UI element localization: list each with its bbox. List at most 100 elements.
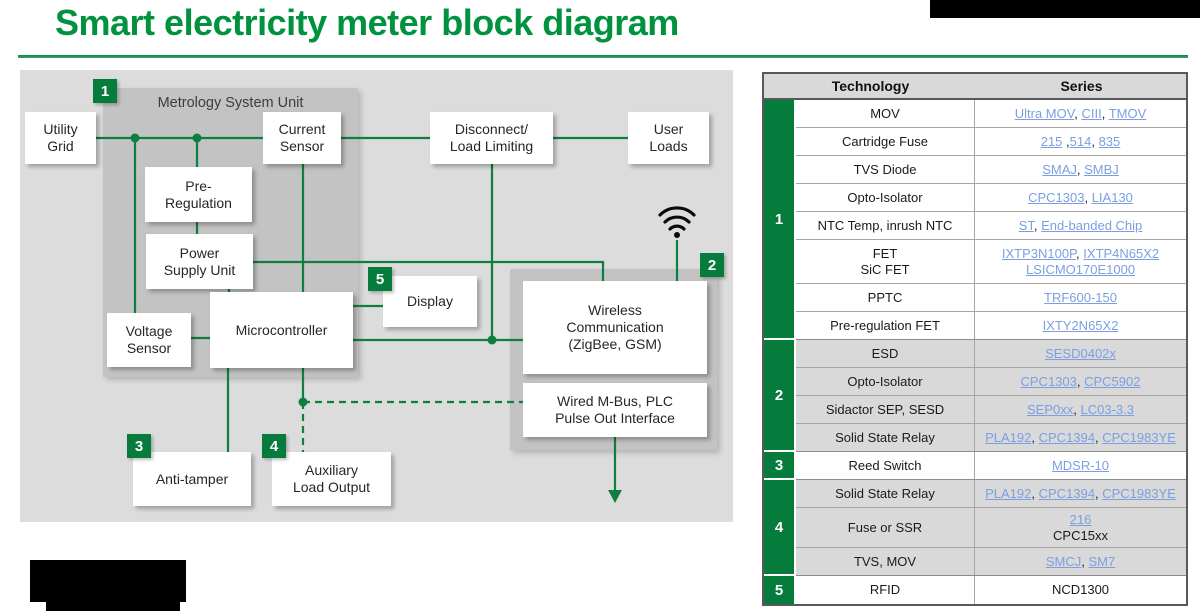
diagram-box-label: Voltage xyxy=(125,323,173,339)
series-text: NCD1300 xyxy=(1051,582,1110,597)
diagram-box-label: Wired M-Bus, PLC xyxy=(557,393,673,409)
series-text: , xyxy=(1031,429,1039,445)
series-link[interactable]: TMOV xyxy=(1108,105,1147,121)
series-text: , xyxy=(1073,401,1081,417)
line-psu-to-wireless xyxy=(253,260,605,281)
series-link[interactable]: SM7 xyxy=(1088,553,1116,569)
series-link[interactable]: LSICMO170E1000 xyxy=(1025,261,1136,277)
series-link[interactable]: SEP0xx xyxy=(1027,401,1074,417)
metrology-panel-label: Metrology System Unit xyxy=(157,95,304,111)
series-link[interactable]: IXTP3N100P xyxy=(1001,245,1077,261)
diagram-badge-4: 4 xyxy=(262,434,286,458)
series-text: , xyxy=(1094,485,1103,501)
series-link[interactable]: SMAJ xyxy=(1042,161,1077,177)
connection-lines xyxy=(96,133,696,503)
technology-cell: TVS, MOV xyxy=(796,548,975,575)
diagram-box-label: Regulation xyxy=(165,194,232,211)
series-cell: SMCJ, SM7 xyxy=(975,548,1186,575)
series-link[interactable]: SESD0402x xyxy=(1045,345,1116,361)
technology-cell: Reed Switch xyxy=(796,452,975,479)
diagram-box-label: Display xyxy=(407,293,453,309)
series-cell: CPC1303, CPC5902 xyxy=(975,368,1186,395)
series-link[interactable]: SMCJ xyxy=(1045,553,1082,569)
series-link[interactable]: 514 xyxy=(1069,133,1092,149)
diagram-box-label: (ZigBee, GSM) xyxy=(568,336,662,352)
series-link[interactable]: CPC1394 xyxy=(1038,429,1095,445)
diagram-badge-5: 5 xyxy=(368,267,392,291)
series-link[interactable]: ST xyxy=(1018,217,1034,233)
series-link[interactable]: 835 xyxy=(1098,133,1121,149)
series-link[interactable]: LC03-3.3 xyxy=(1080,401,1134,417)
series-link[interactable]: CIII xyxy=(1081,105,1102,121)
series-link[interactable]: CPC1394 xyxy=(1038,485,1095,501)
redacted-logo-bottom-left-2 xyxy=(46,601,180,611)
diagram-box-label: Current xyxy=(278,121,326,137)
diagram-badge-1: 1 xyxy=(93,79,117,103)
junction-dot xyxy=(130,133,140,143)
series-cell: IXTY2N65X2 xyxy=(975,312,1186,339)
series-link[interactable]: CPC5902 xyxy=(1084,373,1141,389)
series-link[interactable]: PLA192 xyxy=(985,485,1032,501)
series-text: , xyxy=(1074,105,1082,121)
wifi-icon xyxy=(658,206,696,231)
series-link[interactable]: TRF600-150 xyxy=(1044,289,1117,305)
technology-cell: NTC Temp, inrush NTC xyxy=(796,212,975,239)
diagram-box-microcontroller: Microcontroller xyxy=(210,292,353,368)
diagram-box-label: Communication xyxy=(566,319,664,335)
series-cell: PLA192, CPC1394, CPC1983YE xyxy=(975,480,1186,507)
diagram-box-label: Auxiliary xyxy=(305,462,358,478)
series-cell: Ultra MOV, CIII, TMOV xyxy=(975,100,1186,127)
series-link[interactable]: IXTY2N65X2 xyxy=(1042,317,1119,333)
diagram-box-disconnect-load-limiting: Disconnect/Load Limiting xyxy=(430,112,553,164)
series-link[interactable]: MDSR-10 xyxy=(1051,457,1110,473)
series-link[interactable]: CPC1983YE xyxy=(1102,485,1176,501)
technology-cell: PPTC xyxy=(796,284,975,311)
diagram-box-label: Sensor xyxy=(126,340,172,356)
series-link[interactable]: SMBJ xyxy=(1084,161,1119,177)
diagram-box-label: Pulse Out Interface xyxy=(555,410,675,426)
diagram-box-label: Load Limiting xyxy=(449,138,534,154)
series-link[interactable]: PLA192 xyxy=(985,429,1032,445)
series-cell: SESD0402x xyxy=(975,340,1186,367)
series-link[interactable]: Ultra MOV xyxy=(1014,105,1075,121)
column-header-technology: Technology xyxy=(831,78,910,94)
junction-dot xyxy=(487,335,497,345)
diagram-box-label: Anti-tamper xyxy=(155,470,229,487)
series-link[interactable]: 216 xyxy=(1069,511,1092,527)
technology-cell: Pre-regulation FET xyxy=(796,312,975,339)
technology-cell: RFID xyxy=(796,576,975,604)
series-cell: PLA192, CPC1394, CPC1983YE xyxy=(975,424,1186,451)
diagram-box-label: Supply Unit xyxy=(163,261,236,278)
series-link[interactable]: CPC1983YE xyxy=(1102,429,1176,445)
series-link[interactable]: IXTP4N65X2 xyxy=(1083,245,1160,261)
series-text: , xyxy=(1076,245,1084,261)
series-link[interactable]: LIA130 xyxy=(1091,189,1133,205)
table-row: RFID NCD1300 xyxy=(796,576,1186,604)
diagram-box-label: Pre- xyxy=(185,177,212,194)
series-link[interactable]: CPC1303 xyxy=(1020,373,1077,389)
diagram-box-display: Display xyxy=(383,276,477,327)
series-text: , xyxy=(1091,133,1099,149)
diagram-box-label: User xyxy=(653,121,684,137)
series-link[interactable]: CPC1303 xyxy=(1028,189,1085,205)
table-row: Pre-regulation FET IXTY2N65X2 xyxy=(796,312,1186,340)
diagram-box-label: Microcontroller xyxy=(235,321,328,338)
series-link[interactable]: 215 xyxy=(1040,133,1063,149)
series-link[interactable]: End-banded Chip xyxy=(1041,217,1143,233)
